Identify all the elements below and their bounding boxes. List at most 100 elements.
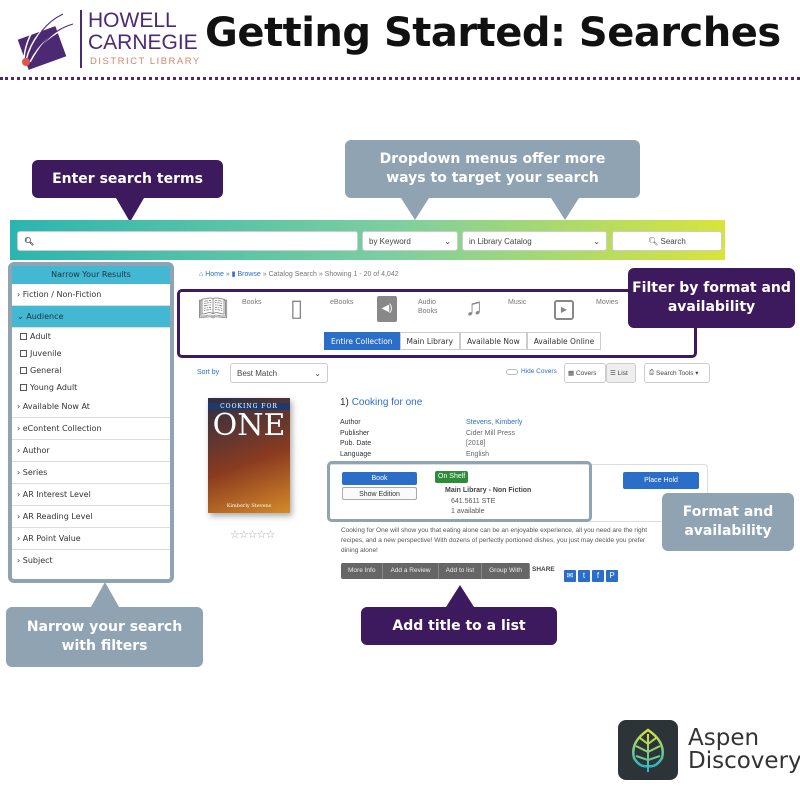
author-link[interactable]: Stevens, Kimberly bbox=[466, 419, 523, 426]
breadcrumb-home[interactable]: ⌂ Home bbox=[199, 271, 224, 278]
facet-ar-interest[interactable]: › AR Interest Level bbox=[12, 484, 170, 506]
sort-label: Sort by bbox=[197, 369, 220, 376]
tab-entire-collection[interactable]: Entire Collection bbox=[324, 332, 400, 350]
facet-series[interactable]: › Series bbox=[12, 462, 170, 484]
format-audiobooks[interactable]: Audio Books bbox=[418, 299, 438, 315]
hide-covers-toggle[interactable] bbox=[506, 369, 518, 375]
facet-audience[interactable]: ⌄ Audience bbox=[12, 306, 170, 328]
sort-select[interactable]: Best Match⌄ bbox=[230, 363, 328, 383]
format-music[interactable]: Music bbox=[508, 299, 527, 306]
chevron-down-icon: ⌄ bbox=[593, 236, 600, 246]
checkbox[interactable] bbox=[20, 350, 27, 357]
search-in-select[interactable]: in Library Catalog⌄ bbox=[462, 231, 607, 251]
group-with-button[interactable]: Group With bbox=[482, 563, 530, 579]
checkbox[interactable] bbox=[20, 333, 27, 340]
callout-arrow bbox=[401, 198, 429, 220]
call-number: 641.5611 STE bbox=[451, 498, 496, 505]
search-icon: 🔍︎ bbox=[648, 236, 659, 246]
facet-available-now[interactable]: › Available Now At bbox=[12, 396, 170, 418]
audiobook-icon[interactable]: ◀) bbox=[377, 296, 397, 322]
search-input[interactable]: 🔍︎ bbox=[17, 231, 358, 251]
page-title: Getting Started: Searches bbox=[205, 10, 781, 56]
movie-icon[interactable]: ▶ bbox=[554, 300, 574, 320]
format-books[interactable]: Books bbox=[242, 299, 262, 306]
holding-location: Main Library - Non Fiction bbox=[445, 487, 532, 494]
facet-econtent[interactable]: › eContent Collection bbox=[12, 418, 170, 440]
book-icon: ▮ bbox=[231, 271, 236, 278]
facet-ar-reading[interactable]: › AR Reading Level bbox=[12, 506, 170, 528]
facet-subject[interactable]: › Subject bbox=[17, 556, 53, 565]
dotted-divider bbox=[0, 77, 800, 80]
callout-arrow bbox=[446, 585, 474, 607]
music-icon[interactable]: ♫ bbox=[465, 294, 483, 321]
add-review-button[interactable]: Add a Review bbox=[383, 563, 439, 579]
availability-tabs: Entire Collection Main Library Available… bbox=[324, 332, 602, 350]
callout-arrow bbox=[116, 198, 144, 222]
audience-option[interactable]: General bbox=[12, 362, 170, 379]
email-icon[interactable]: ✉ bbox=[564, 570, 576, 582]
result-actions: More Info Add a Review Add to list Group… bbox=[341, 563, 530, 579]
facet-ar-points[interactable]: › AR Point Value bbox=[12, 528, 170, 550]
breadcrumb-browse[interactable]: ▮ Browse bbox=[231, 271, 261, 278]
print-icon: ⎙ bbox=[649, 369, 655, 376]
hide-covers-label: Hide Covers bbox=[521, 368, 557, 375]
covers-view-button[interactable]: ▦ Covers bbox=[564, 363, 606, 383]
status-badge: On Shelf bbox=[435, 471, 469, 483]
book-cover[interactable]: COOKING FOR ONE Kimberly Stevens bbox=[208, 398, 290, 513]
home-icon: ⌂ bbox=[199, 271, 204, 278]
logo-divider bbox=[80, 10, 82, 68]
list-view-button[interactable]: ☰ List bbox=[606, 363, 636, 383]
audience-option[interactable]: Young Adult bbox=[12, 379, 170, 396]
tab-available-now[interactable]: Available Now bbox=[460, 332, 527, 350]
breadcrumb: ⌂ Home » ▮ Browse » Catalog Search » Sho… bbox=[199, 271, 399, 278]
aspen-leaf-logo bbox=[618, 720, 678, 780]
twitter-icon[interactable]: t bbox=[578, 570, 590, 582]
callout-arrow bbox=[91, 582, 119, 607]
checkbox[interactable] bbox=[20, 367, 27, 374]
format-highlight bbox=[327, 461, 592, 522]
search-tools-button[interactable]: ⎙ Search Tools ▾ bbox=[644, 363, 710, 383]
format-book-button[interactable]: Book bbox=[342, 472, 417, 485]
facet-fiction[interactable]: › Fiction / Non-Fiction bbox=[12, 284, 170, 306]
audience-option[interactable]: Adult bbox=[12, 328, 170, 345]
format-movies[interactable]: Movies bbox=[596, 299, 619, 306]
callout-enter-search: Enter search terms bbox=[32, 160, 223, 198]
result-title[interactable]: 1) Cooking for one bbox=[340, 397, 423, 408]
format-filter-panel: 📖︎ Books ▯ eBooks ◀) Audio Books ♫ Music… bbox=[177, 289, 697, 358]
audience-option[interactable]: Juvenile bbox=[12, 345, 170, 362]
share-label: SHARE bbox=[532, 566, 555, 573]
show-edition-button[interactable]: Show Edition bbox=[342, 487, 417, 500]
sidebar-heading: Narrow Your Results bbox=[12, 266, 170, 284]
more-info-button[interactable]: More Info bbox=[341, 563, 384, 579]
tab-available-online[interactable]: Available Online bbox=[526, 332, 602, 350]
place-hold-button[interactable]: Place Hold bbox=[623, 472, 699, 489]
format-ebooks[interactable]: eBooks bbox=[330, 299, 354, 306]
brand-subtitle: DISTRICT LIBRARY bbox=[90, 56, 201, 67]
star-rating[interactable]: ☆☆☆☆☆ bbox=[230, 529, 275, 541]
tab-main-library[interactable]: Main Library bbox=[399, 332, 461, 350]
callout-dropdowns: Dropdown menus offer more ways to target… bbox=[345, 140, 640, 198]
facet-author[interactable]: › Author bbox=[12, 440, 170, 462]
callout-filter-format: Filter by format and availability bbox=[628, 268, 795, 328]
narrow-results-sidebar: Narrow Your Results › Fiction / Non-Fict… bbox=[8, 262, 174, 583]
books-icon[interactable]: 📖︎ bbox=[198, 295, 229, 322]
search-button[interactable]: 🔍︎ Search bbox=[612, 231, 722, 251]
ebook-icon[interactable]: ▯ bbox=[290, 295, 304, 322]
callout-format-availability: Format and availability bbox=[662, 493, 794, 551]
pinterest-icon[interactable]: P bbox=[606, 570, 618, 582]
checkbox[interactable] bbox=[20, 384, 27, 391]
add-to-list-button[interactable]: Add to list bbox=[438, 563, 483, 579]
howell-carnegie-logo bbox=[17, 13, 74, 70]
chevron-down-icon: ⌄ bbox=[314, 368, 321, 378]
facebook-icon[interactable]: f bbox=[592, 570, 604, 582]
search-icon: 🔍︎ bbox=[24, 236, 35, 246]
callout-add-list: Add title to a list bbox=[361, 607, 557, 645]
availability-count: 1 available bbox=[451, 508, 485, 515]
search-by-select[interactable]: by Keyword⌄ bbox=[362, 231, 458, 251]
callout-arrow bbox=[551, 198, 579, 220]
